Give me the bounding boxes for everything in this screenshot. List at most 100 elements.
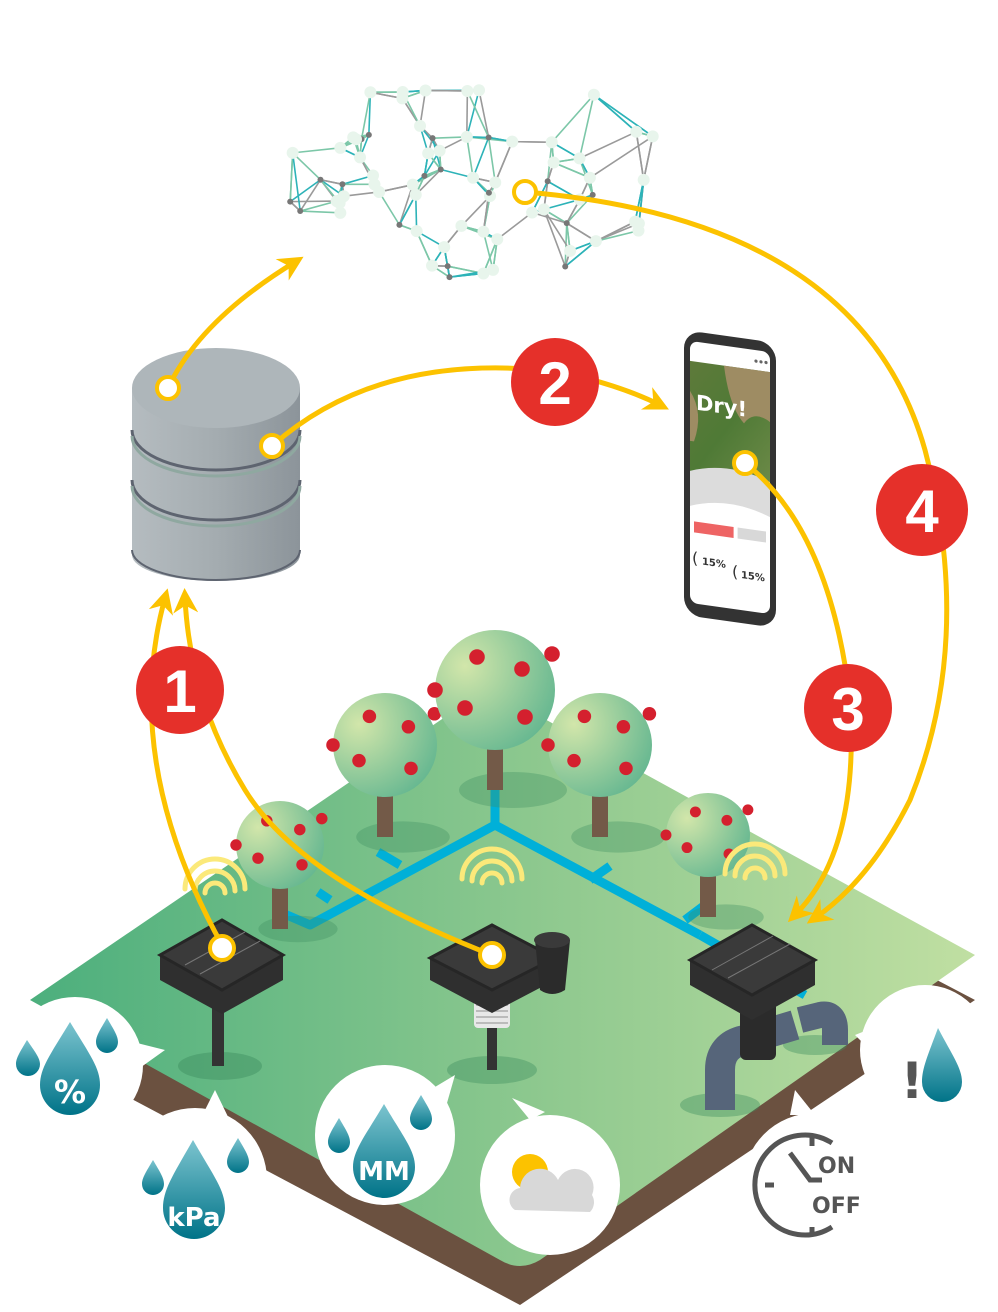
network-node — [477, 225, 490, 238]
network-node — [446, 274, 453, 281]
network-edge — [642, 136, 654, 181]
endpoint-cloud — [512, 179, 538, 205]
kpa-label: kPa — [167, 1203, 220, 1233]
phone-drop-icon-2: ( — [732, 562, 738, 582]
network-node — [461, 84, 474, 97]
network-edge — [551, 94, 595, 143]
network-edge — [512, 140, 552, 144]
network-edge — [635, 131, 645, 180]
mm-label: MM — [358, 1157, 410, 1187]
network-node — [564, 244, 577, 257]
network-node — [433, 144, 446, 157]
endpoint-weather-station — [478, 941, 506, 969]
network-node — [406, 178, 419, 191]
network-edge — [378, 191, 401, 226]
network-node — [587, 88, 600, 101]
network-edge — [543, 209, 566, 267]
network-edge — [466, 90, 469, 137]
network-edge — [290, 200, 337, 203]
network-edge — [414, 194, 418, 232]
tree — [427, 630, 567, 808]
network-node — [337, 190, 350, 203]
endpoint-db-top — [155, 375, 181, 401]
bubble-timer: ON OFF — [743, 1090, 887, 1257]
network-edge — [292, 152, 322, 181]
step-badge-2: 2 — [511, 338, 599, 426]
wifi-icon — [722, 841, 788, 881]
network-node — [396, 221, 403, 228]
tree — [326, 693, 450, 853]
network-edge — [398, 184, 414, 226]
timer-off-label: OFF — [812, 1194, 861, 1219]
network-node — [409, 188, 422, 201]
network-node — [396, 86, 409, 99]
smartphone: Dry! ( 15% ( 15% — [684, 332, 776, 626]
step-badge-1: 1 — [136, 646, 224, 734]
network-node — [537, 203, 550, 216]
network-node — [410, 225, 423, 238]
network-node — [414, 119, 427, 132]
alert-exclamation: ! — [901, 1052, 924, 1110]
sun-cloud-icon — [509, 1154, 594, 1212]
network-edge — [368, 92, 372, 135]
endpoint-db-side — [259, 433, 285, 459]
bubble-moisture-percent: % — [7, 997, 165, 1133]
network-node — [426, 259, 439, 272]
flow-sensor-to-db-1 — [148, 588, 225, 948]
endpoint-phone — [732, 450, 758, 476]
step-badge-3: 3 — [804, 664, 892, 752]
network-node — [334, 141, 347, 154]
network-node — [419, 84, 432, 97]
network-edge — [478, 90, 490, 138]
network-edge — [494, 141, 513, 183]
tree — [541, 693, 665, 853]
step-number: 3 — [831, 676, 864, 743]
network-edge — [589, 135, 654, 179]
network-edge — [299, 179, 322, 212]
network-node — [589, 191, 596, 198]
network-edge — [320, 178, 343, 186]
bubble-water-alert: ! — [855, 985, 990, 1115]
water-drop-kpa-icon: kPa — [142, 1138, 249, 1239]
network-edge — [425, 89, 468, 92]
network-edge — [638, 179, 645, 224]
network-edge — [466, 90, 480, 138]
bubble-moisture-kpa: kPa — [123, 1090, 267, 1252]
network-node — [491, 233, 504, 246]
flow-endpoints — [155, 179, 758, 969]
wifi-icon — [459, 846, 525, 886]
network-edge — [593, 94, 637, 133]
network-node — [421, 172, 428, 179]
network-node — [485, 189, 492, 196]
network-node — [354, 151, 367, 164]
phone-reading-1: 15% — [702, 557, 726, 571]
network-node — [545, 136, 558, 149]
network-node — [455, 219, 468, 232]
network-node — [637, 173, 650, 186]
network-node — [334, 206, 347, 219]
network-node — [485, 134, 492, 141]
network-edge — [496, 211, 533, 240]
network-edge — [543, 208, 571, 252]
network-node — [429, 135, 436, 142]
network-edge — [564, 240, 597, 268]
phone-drop-icon-1: ( — [692, 548, 698, 568]
network-node — [339, 181, 346, 188]
network-node — [583, 171, 596, 184]
network-node — [437, 166, 444, 173]
cloud-network-graph — [286, 84, 659, 281]
water-alert-icon: ! — [901, 1028, 962, 1110]
flow-db-to-phone — [269, 365, 669, 449]
network-edge — [415, 230, 433, 266]
network-edge — [360, 92, 372, 140]
step-number: 4 — [905, 478, 939, 545]
network-edge — [300, 200, 337, 212]
network-edge — [291, 152, 302, 212]
network-node — [632, 224, 645, 237]
network-node — [562, 263, 569, 270]
network-edge — [292, 147, 341, 154]
water-drop-mm-icon: MM — [328, 1095, 432, 1198]
timer-on-label: ON — [818, 1154, 855, 1179]
tree — [230, 801, 338, 943]
network-node — [563, 220, 570, 227]
